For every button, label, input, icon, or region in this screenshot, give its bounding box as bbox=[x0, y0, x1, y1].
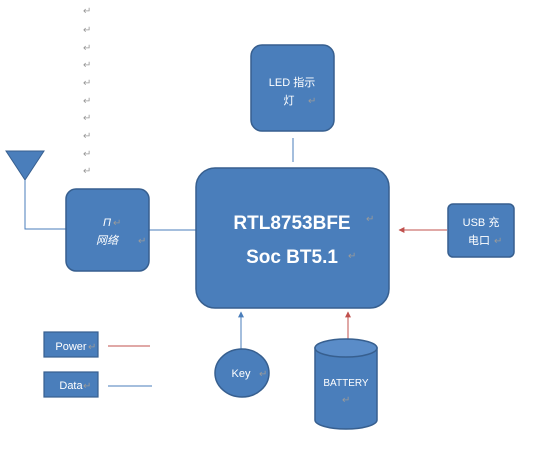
soc-chip-name: RTL8753BFE bbox=[233, 213, 350, 234]
usb-label-line1: USB 充 bbox=[463, 215, 500, 229]
key-label: Key bbox=[232, 368, 251, 380]
pi-network-label-line1: Π bbox=[103, 217, 111, 229]
usb-charge-block: USB 充 电口 bbox=[447, 203, 515, 258]
paragraph-mark: ↵ bbox=[83, 25, 91, 36]
paragraph-mark: ↵ bbox=[83, 149, 91, 160]
paragraph-marks: ↵ ↵ ↵ ↵ ↵ ↵ ↵ ↵ ↵ ↵ bbox=[83, 6, 91, 177]
paragraph-mark: ↵ bbox=[366, 214, 374, 225]
antenna bbox=[5, 150, 66, 230]
usb-label-line2: 电口 bbox=[468, 234, 490, 247]
pi-network-label-line2: 网络 bbox=[96, 234, 120, 247]
paragraph-mark: ↵ bbox=[308, 96, 316, 107]
paragraph-mark: ↵ bbox=[88, 342, 96, 353]
paragraph-mark: ↵ bbox=[83, 60, 91, 71]
legend-power: Power bbox=[43, 331, 150, 358]
soc-block: RTL8753BFE Soc BT5.1 bbox=[195, 167, 390, 309]
paragraph-mark: ↵ bbox=[83, 113, 91, 124]
paragraph-mark: ↵ bbox=[259, 369, 267, 380]
paragraph-mark: ↵ bbox=[494, 236, 502, 247]
paragraph-mark: ↵ bbox=[348, 251, 356, 262]
legend-power-label: Power bbox=[55, 341, 87, 353]
legend-data: Data bbox=[43, 371, 152, 398]
legend: Power Data bbox=[43, 331, 152, 398]
pi-network-block: Π 网络 bbox=[65, 188, 150, 272]
paragraph-mark: ↵ bbox=[83, 381, 91, 392]
paragraph-mark: ↵ bbox=[83, 166, 91, 177]
paragraph-mark: ↵ bbox=[83, 6, 91, 17]
paragraph-mark: ↵ bbox=[83, 43, 91, 54]
paragraph-mark: ↵ bbox=[83, 78, 91, 89]
led-label-line2: 灯 bbox=[284, 94, 295, 107]
paragraph-mark: ↵ bbox=[113, 218, 121, 229]
key-block: Key bbox=[214, 348, 270, 398]
antenna-feed-line bbox=[24, 180, 66, 230]
soc-bt-version: Soc BT5.1 bbox=[246, 247, 338, 268]
legend-data-label: Data bbox=[59, 380, 83, 392]
led-label-line1: LED 指示 bbox=[269, 75, 315, 89]
paragraph-mark: ↵ bbox=[83, 96, 91, 107]
paragraph-mark: ↵ bbox=[138, 236, 146, 247]
led-indicator-block: LED 指示 灯 bbox=[250, 44, 335, 132]
antenna-icon bbox=[5, 150, 45, 181]
battery-block: BATTERY bbox=[314, 338, 378, 430]
battery-label: BATTERY bbox=[323, 378, 369, 389]
paragraph-mark: ↵ bbox=[342, 395, 350, 406]
paragraph-mark: ↵ bbox=[83, 131, 91, 142]
